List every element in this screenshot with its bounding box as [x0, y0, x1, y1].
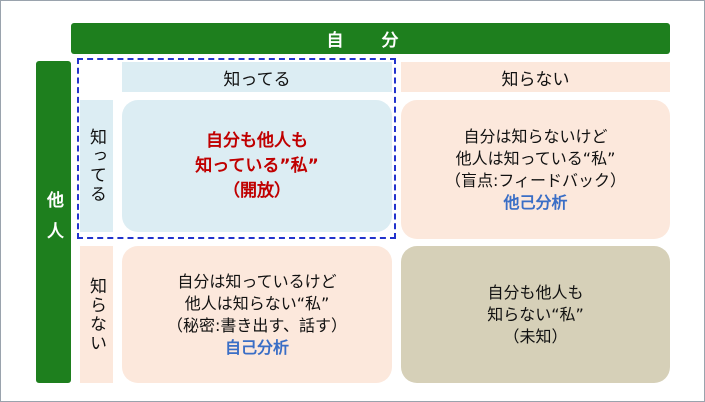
column-header-known: 知ってる [122, 62, 392, 92]
quadrant-hidden-line3: （秘密:書き出す、話す） [166, 315, 348, 335]
quadrant-open-line3: （開放） [223, 180, 291, 201]
quadrant-blind-method: 他己分析 [503, 192, 568, 212]
quadrant-blind: 自分は知らないけど 他人は知っている“私” （盲点:フィードバック） 他己分析 [401, 100, 670, 239]
quadrant-unknown: 自分も他人も 知らない“私” （未知） [401, 246, 670, 383]
quadrant-unknown-line1: 自分も他人も [487, 282, 584, 302]
quadrant-open-line2: 知っている”私” [195, 155, 319, 176]
quadrant-hidden-line2: 他人は知らない“私” [184, 293, 330, 313]
row-header-known: 知ってる [80, 100, 113, 232]
quadrant-open: 自分も他人も 知っている”私” （開放） [122, 100, 392, 232]
quadrant-hidden-method: 自己分析 [224, 337, 289, 357]
axis-others-label: 他人 [36, 61, 71, 383]
quadrant-unknown-line2: 知らない“私” [487, 304, 584, 324]
quadrant-unknown-line3: （未知） [503, 326, 568, 346]
quadrant-blind-line2: 他人は知っている“私” [455, 148, 616, 168]
quadrant-open-line1: 自分も他人も [206, 130, 308, 151]
column-header-unknown: 知らない [401, 62, 670, 92]
quadrant-hidden-line1: 自分は知っているけど [177, 271, 337, 291]
quadrant-blind-line1: 自分は知らないけど [463, 126, 608, 146]
quadrant-hidden: 自分は知っているけど 他人は知らない“私” （秘密:書き出す、話す） 自己分析 [122, 246, 392, 383]
quadrant-blind-line3: （盲点:フィードバック） [444, 170, 627, 190]
row-header-unknown: 知らない [80, 246, 113, 383]
axis-self-label: 自 分 [71, 23, 670, 54]
